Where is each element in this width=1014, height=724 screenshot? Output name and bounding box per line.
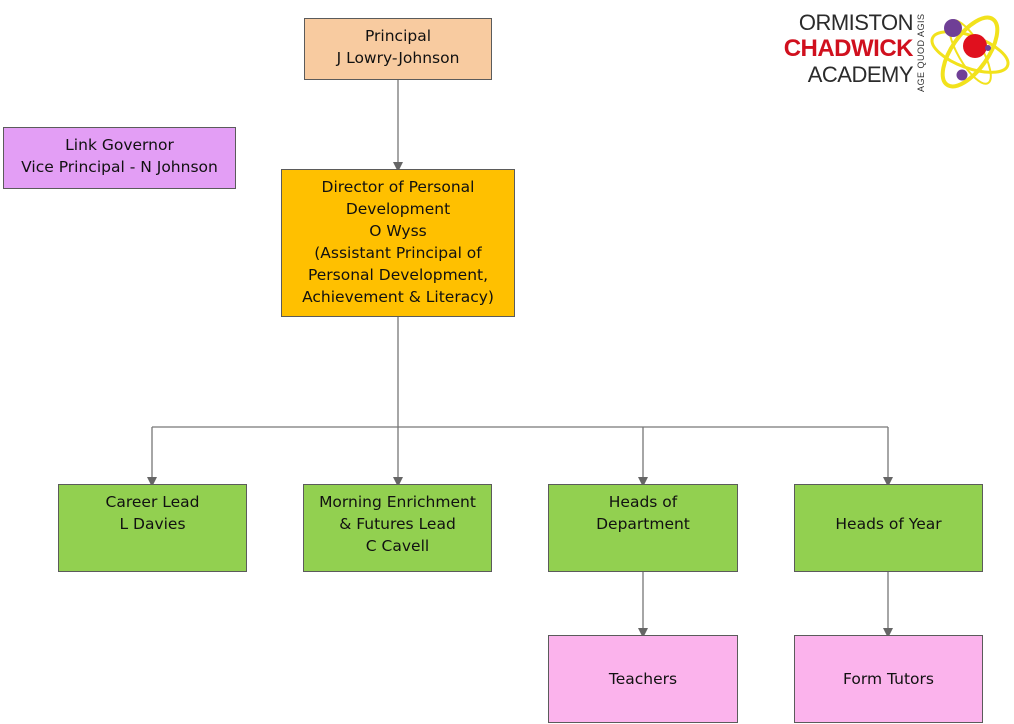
principal-node: Principal J Lowry-Johnson xyxy=(304,18,492,80)
morning-enrichment-line-1: Morning Enrichment xyxy=(319,493,476,511)
morning-enrichment-line-3: C Cavell xyxy=(365,537,430,555)
academy-logo: ORMISTON CHADWICK ACADEMY AGE QUOD AGIS xyxy=(778,4,1014,104)
career-lead-node: Career Lead L Davies xyxy=(58,484,247,572)
form-tutors-node: Form Tutors xyxy=(794,635,983,723)
form-tutors-line-1: Form Tutors xyxy=(843,670,934,688)
principal-line-1: Principal xyxy=(364,27,432,45)
career-lead-line-1: Career Lead xyxy=(105,493,200,511)
director-line-2: Development xyxy=(345,200,451,218)
morning-enrichment-line-2: & Futures Lead xyxy=(339,515,456,533)
link-governor-line-2: Vice Principal - N Johnson xyxy=(21,158,218,176)
heads-of-department-line-2: Department xyxy=(596,515,690,533)
director-line-6: Achievement & Literacy) xyxy=(302,288,494,306)
logo-line-ormiston: ORMISTON xyxy=(798,10,914,35)
career-lead-line-2: L Davies xyxy=(119,515,186,533)
director-line-3: O Wyss xyxy=(369,222,427,240)
heads-of-year-line-1: Heads of Year xyxy=(835,515,942,533)
link-governor-line-1: Link Governor xyxy=(65,136,174,154)
heads-of-department-node: Heads of Department xyxy=(548,484,738,572)
teachers-node: Teachers xyxy=(548,635,738,723)
logo-line-chadwick: CHADWICK xyxy=(783,35,914,62)
principal-line-2: J Lowry-Johnson xyxy=(336,49,460,67)
logo-wordmark: ORMISTON CHADWICK ACADEMY xyxy=(778,10,914,88)
director-line-4: (Assistant Principal of xyxy=(314,244,482,262)
atom-icon xyxy=(930,15,1010,89)
heads-of-department-line-1: Heads of xyxy=(608,493,678,511)
director-line-1: Director of Personal xyxy=(321,178,475,196)
director-line-5: Personal Development, xyxy=(307,266,489,284)
teachers-line-1: Teachers xyxy=(608,670,678,688)
logo-line-academy: ACADEMY xyxy=(807,62,914,87)
heads-of-year-node: Heads of Year xyxy=(794,484,983,572)
morning-enrichment-node: Morning Enrichment & Futures Lead C Cavell xyxy=(303,484,492,572)
